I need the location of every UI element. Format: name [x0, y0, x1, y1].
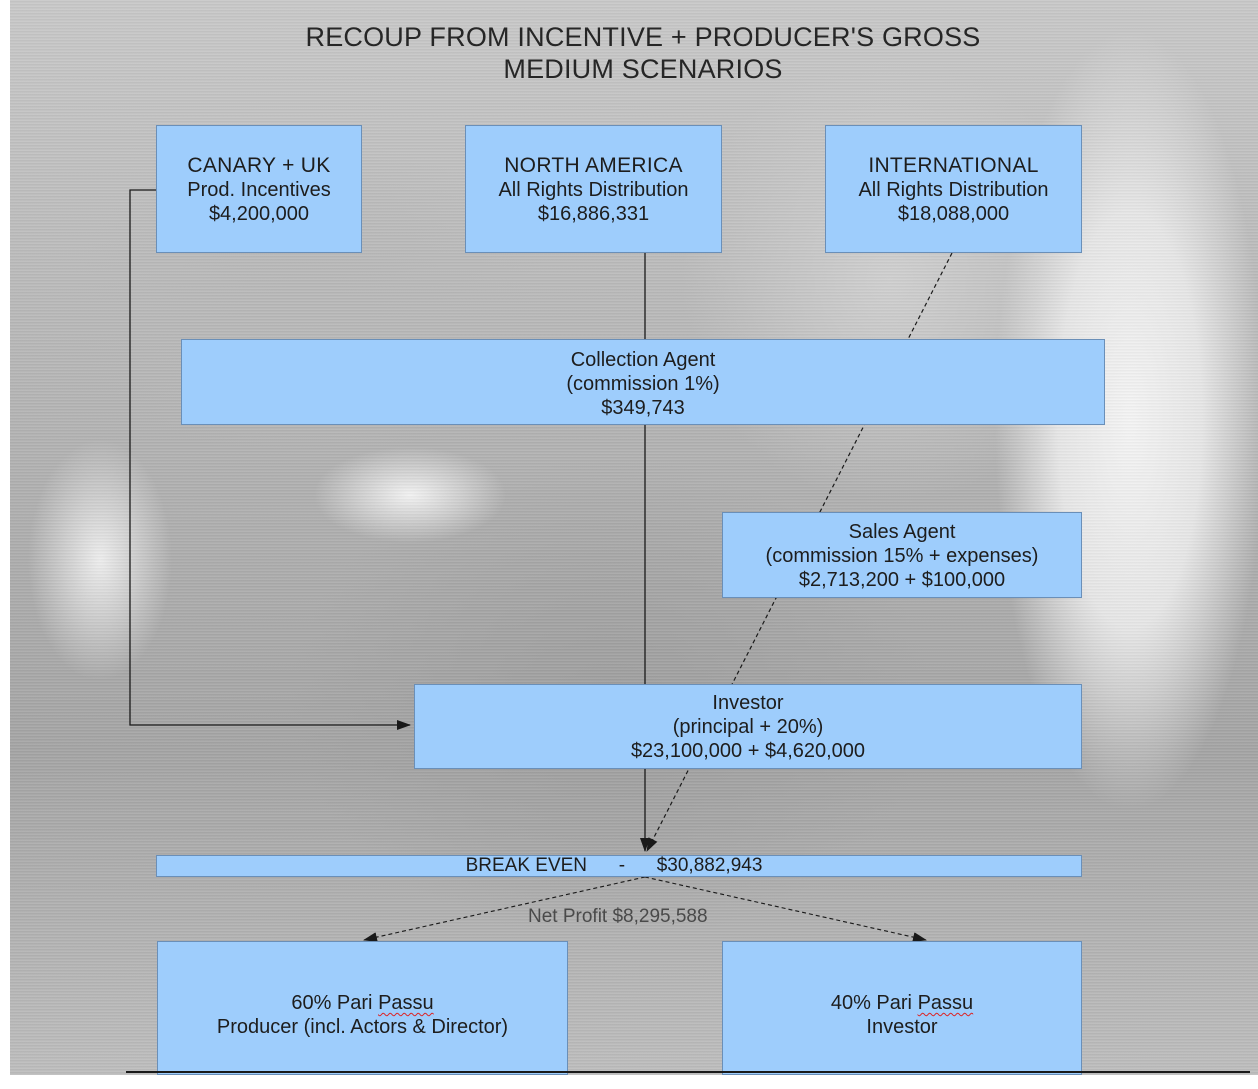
international-amount: $18,088,000	[897, 203, 1010, 225]
sales-agent-detail: (commission 15% + expenses)	[765, 545, 1039, 567]
investor-detail: (principal + 20%)	[672, 716, 824, 738]
investor-share-line: 40% Pari Passu	[723, 991, 1081, 1015]
north-america-subtitle: All Rights Distribution	[498, 179, 689, 201]
diagram-title-line-1: RECOUP FROM INCENTIVE + PRODUCER'S GROSS	[305, 22, 981, 52]
canary-uk-subtitle: Prod. Incentives	[187, 179, 331, 201]
producer-share-percent: 60% Pari	[291, 992, 373, 1014]
baseline-divider	[126, 1071, 1250, 1073]
international-subtitle: All Rights Distribution	[858, 179, 1049, 201]
investor-share-term: Passu	[917, 992, 974, 1014]
break-even-bar: BREAK EVEN - $30,882,943	[156, 855, 1082, 877]
sales-agent-title: Sales Agent	[848, 521, 956, 543]
producer-share-line: 60% Pari Passu	[158, 991, 567, 1015]
north-america-box: NORTH AMERICA All Rights Distribution $1…	[465, 125, 722, 253]
collection-agent-title: Collection Agent	[570, 349, 716, 371]
net-profit-label: Net Profit $8,295,588	[528, 906, 708, 927]
diagram-title-line-2: MEDIUM SCENARIOS	[503, 54, 783, 84]
canary-uk-amount: $4,200,000	[208, 203, 310, 225]
investor-share-box: 40% Pari Passu Investor	[722, 941, 1082, 1075]
break-even-separator: -	[618, 855, 626, 876]
collection-agent-detail: (commission 1%)	[566, 373, 720, 395]
investor-recoup-box: Investor (principal + 20%) $23,100,000 +…	[414, 684, 1082, 769]
collection-agent-box: Collection Agent (commission 1%) $349,74…	[181, 339, 1105, 425]
international-box: INTERNATIONAL All Rights Distribution $1…	[825, 125, 1082, 253]
break-even-row: BREAK EVEN - $30,882,943	[466, 856, 763, 876]
sales-agent-box: Sales Agent (commission 15% + expenses) …	[722, 512, 1082, 598]
investor-share-party: Investor	[866, 1016, 938, 1038]
investor-amount: $23,100,000 + $4,620,000	[630, 740, 866, 762]
break-even-amount: $30,882,943	[656, 855, 763, 876]
sales-agent-amount: $2,713,200 + $100,000	[798, 569, 1006, 591]
collection-agent-amount: $349,743	[601, 397, 685, 419]
producer-share-party: Producer (incl. Actors & Director)	[216, 1016, 509, 1038]
producer-share-term: Passu	[378, 992, 434, 1014]
canary-uk-incentives-box: CANARY + UK Prod. Incentives $4,200,000	[156, 125, 362, 253]
investor-share-percent: 40% Pari	[830, 992, 912, 1014]
north-america-title: NORTH AMERICA	[504, 154, 683, 177]
international-title: INTERNATIONAL	[868, 154, 1039, 177]
investor-title: Investor	[712, 692, 784, 714]
canary-uk-title: CANARY + UK	[187, 154, 331, 177]
north-america-amount: $16,886,331	[537, 203, 650, 225]
break-even-label: BREAK EVEN	[465, 855, 588, 876]
producer-share-box: 60% Pari Passu Producer (incl. Actors & …	[157, 941, 568, 1075]
